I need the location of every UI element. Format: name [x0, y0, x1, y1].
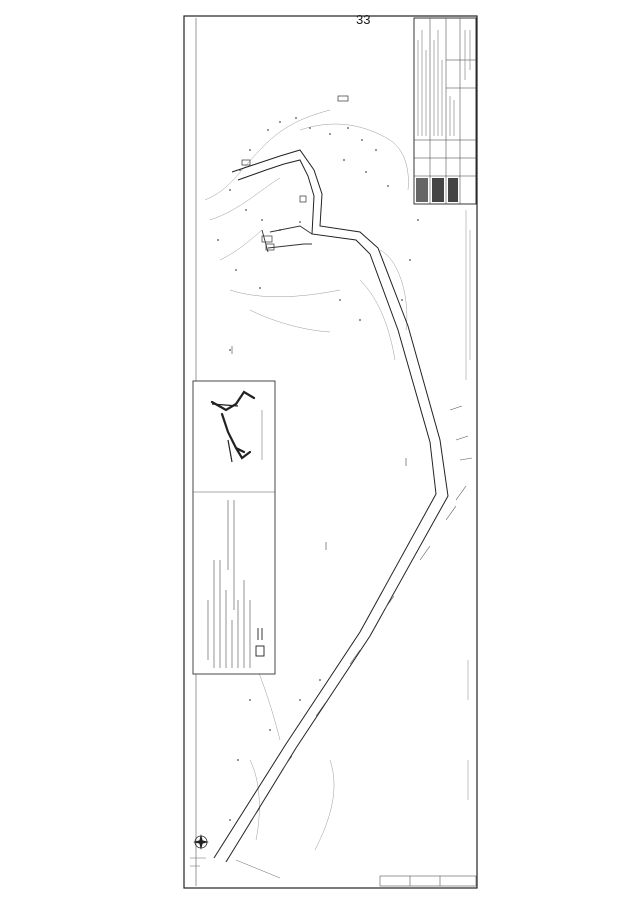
station-ticks [231, 346, 407, 550]
building-cluster [241, 95, 349, 251]
legend-panel [192, 380, 276, 675]
route-spur [261, 225, 313, 253]
terrain-points [217, 117, 419, 821]
right-margin-labels [465, 210, 471, 800]
road-edge-marks [249, 405, 473, 823]
inset-route-sketch [210, 390, 256, 460]
title-block [413, 17, 477, 205]
north-arrow-icon [193, 834, 209, 850]
bottom-stamp [379, 875, 477, 887]
corner-annotations [190, 857, 281, 879]
sheet-frame [183, 15, 478, 889]
route-corridor [213, 149, 449, 863]
